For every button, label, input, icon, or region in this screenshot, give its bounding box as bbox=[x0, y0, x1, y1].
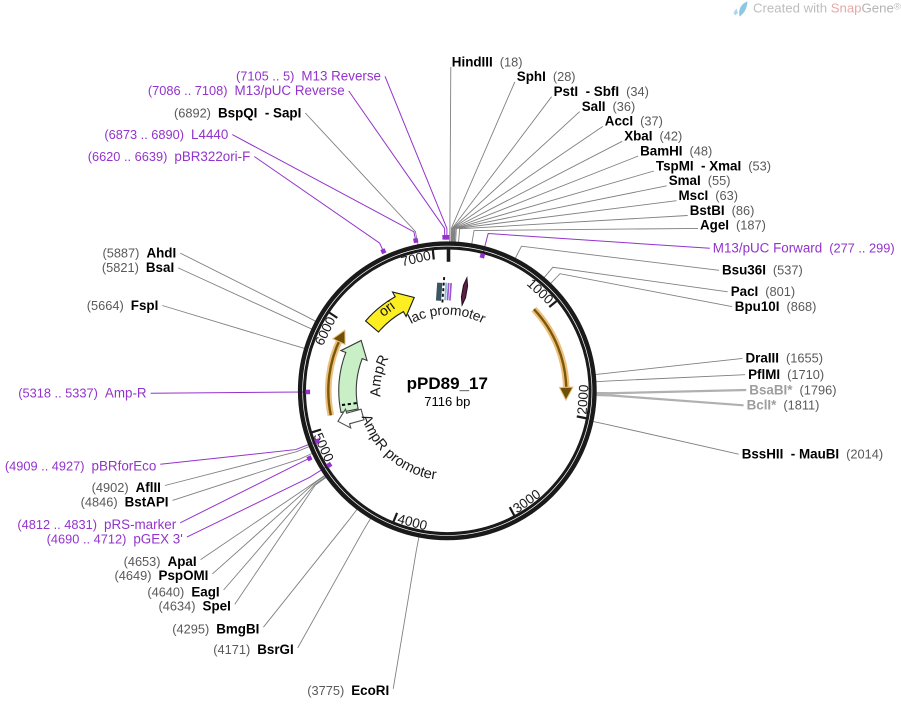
svg-text:pPD89_17: pPD89_17 bbox=[407, 374, 488, 393]
svg-text:Bsu36I(537): Bsu36I(537) bbox=[722, 263, 803, 278]
svg-text:(5887)AhdI: (5887)AhdI bbox=[102, 245, 176, 260]
svg-text:ori: ori bbox=[376, 297, 398, 319]
svg-text:DraIII(1655): DraIII(1655) bbox=[746, 351, 824, 366]
svg-text:7116 bp: 7116 bp bbox=[424, 394, 470, 409]
svg-text:(4649)PspOMI: (4649)PspOMI bbox=[115, 568, 209, 583]
svg-text:XbaI(42): XbaI(42) bbox=[624, 129, 682, 144]
svg-text:AgeI(187): AgeI(187) bbox=[700, 218, 766, 233]
svg-text:Created with SnapGene®: Created with SnapGene® bbox=[753, 1, 901, 16]
svg-text:SphI(28): SphI(28) bbox=[517, 69, 576, 84]
svg-text:Bpu10I(868): Bpu10I(868) bbox=[735, 299, 817, 314]
svg-text:SalI(36): SalI(36) bbox=[582, 99, 636, 114]
svg-text:BsaBI*(1796): BsaBI*(1796) bbox=[749, 382, 836, 397]
svg-text:PacI(801): PacI(801) bbox=[731, 284, 795, 299]
svg-text:(5664)FspI: (5664)FspI bbox=[87, 298, 159, 313]
svg-text:(4634)SpeI: (4634)SpeI bbox=[159, 599, 231, 614]
svg-text:(5821)BsaI: (5821)BsaI bbox=[102, 260, 174, 275]
svg-text:(4690 .. 4712)pGEX 3': (4690 .. 4712)pGEX 3' bbox=[47, 531, 183, 546]
svg-text:(4295)BmgBI: (4295)BmgBI bbox=[172, 622, 259, 637]
svg-text:MscI(63): MscI(63) bbox=[679, 188, 739, 203]
svg-text:BssHII - MauBI(2014): BssHII - MauBI(2014) bbox=[742, 447, 883, 462]
svg-text:(7105 .. 5)M13 Reverse: (7105 .. 5)M13 Reverse bbox=[236, 69, 381, 84]
svg-text:(5318 .. 5337)Amp-R: (5318 .. 5337)Amp-R bbox=[18, 386, 147, 401]
svg-text:PstI - SbfI(34): PstI - SbfI(34) bbox=[554, 84, 649, 99]
svg-text:AccI(37): AccI(37) bbox=[605, 114, 663, 129]
svg-text:4000: 4000 bbox=[396, 511, 429, 533]
svg-text:M13/pUC Forward(277 .. 299): M13/pUC Forward(277 .. 299) bbox=[713, 241, 895, 256]
svg-text:lac promoter: lac promoter bbox=[405, 303, 488, 327]
svg-text:(7086 .. 7108)M13/pUC Reverse: (7086 .. 7108)M13/pUC Reverse bbox=[148, 83, 345, 98]
svg-text:7000: 7000 bbox=[400, 248, 433, 270]
svg-text:TspMI - XmaI(53): TspMI - XmaI(53) bbox=[656, 158, 771, 173]
svg-text:(4909 .. 4927)pBRforEco: (4909 .. 4927)pBRforEco bbox=[5, 459, 156, 474]
svg-text:(4171)BsrGI: (4171)BsrGI bbox=[213, 642, 293, 657]
svg-text:(3775)EcoRI: (3775)EcoRI bbox=[307, 683, 389, 698]
svg-text:(6873 .. 6890)L4440: (6873 .. 6890)L4440 bbox=[104, 127, 228, 142]
svg-text:2000: 2000 bbox=[575, 384, 592, 415]
svg-text:(4812 .. 4831)pRS-marker: (4812 .. 4831)pRS-marker bbox=[17, 517, 176, 532]
svg-text:(4653)ApaI: (4653)ApaI bbox=[124, 554, 197, 569]
svg-text:SmaI(55): SmaI(55) bbox=[669, 173, 731, 188]
svg-text:(4846)BstAPI: (4846)BstAPI bbox=[81, 495, 169, 510]
svg-text:HindIII(18): HindIII(18) bbox=[452, 54, 523, 69]
svg-text:(4902)AflII: (4902)AflII bbox=[92, 480, 161, 495]
svg-text:BclI*(1811): BclI*(1811) bbox=[747, 398, 820, 413]
svg-text:(4640)EagI: (4640)EagI bbox=[147, 584, 219, 599]
svg-text:BstBI(86): BstBI(86) bbox=[690, 203, 755, 218]
svg-text:(6620 .. 6639)pBR322ori-F: (6620 .. 6639)pBR322ori-F bbox=[88, 149, 251, 164]
svg-text:PflMI(1710): PflMI(1710) bbox=[748, 367, 824, 382]
svg-text:(6892)BspQI - SapI: (6892)BspQI - SapI bbox=[174, 105, 301, 120]
svg-text:BamHI(48): BamHI(48) bbox=[640, 143, 712, 158]
